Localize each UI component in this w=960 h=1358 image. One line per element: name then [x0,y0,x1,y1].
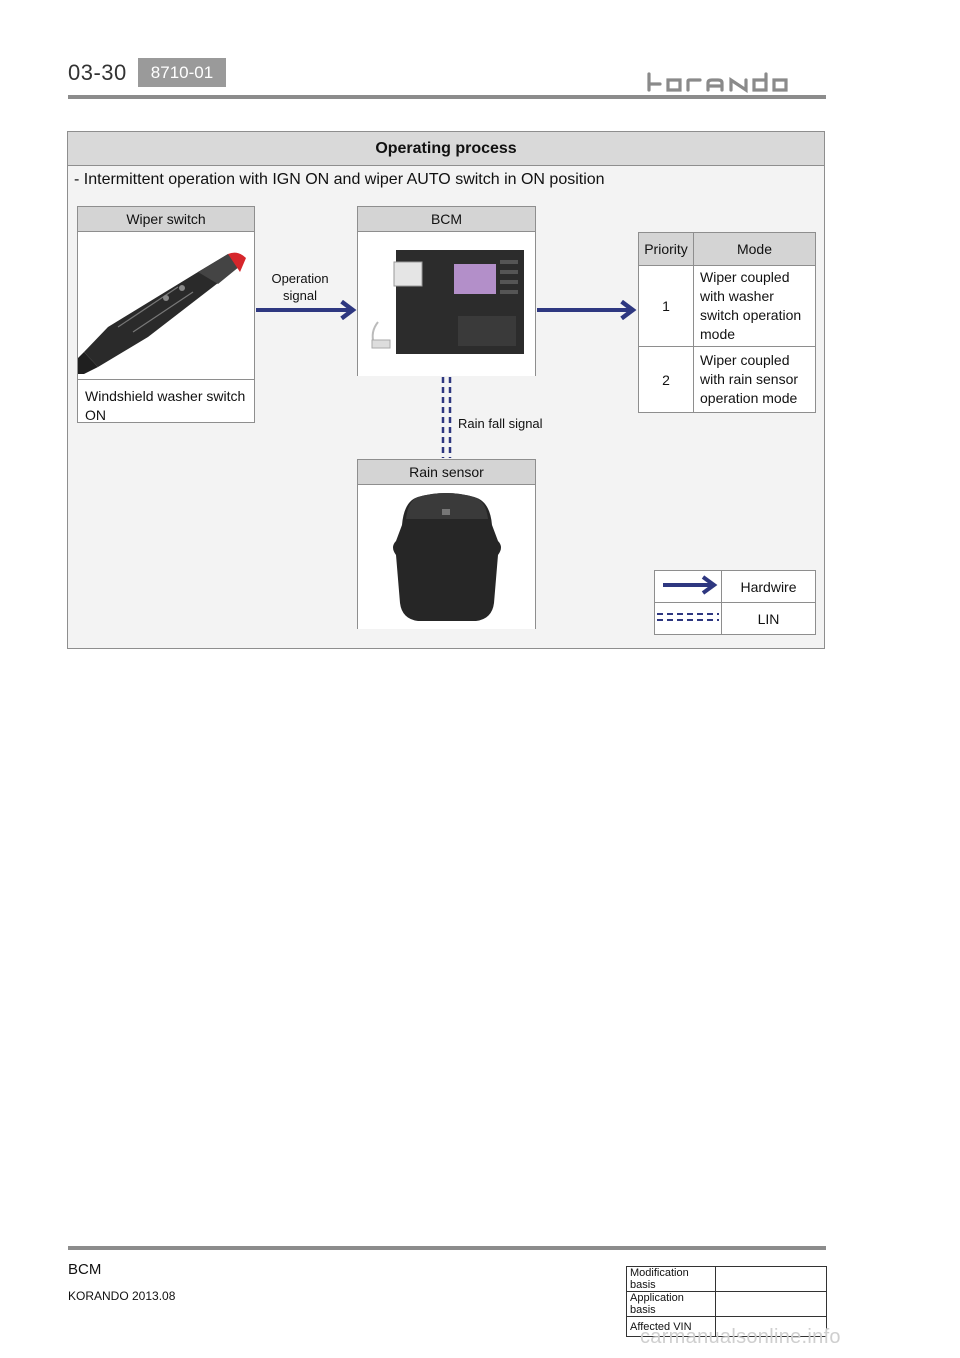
wiper-switch-caption: Windshield washer switch ON [78,379,254,432]
table-row: Application basis [626,1291,827,1317]
signal-connectors [256,0,960,458]
mode-cell: Wiper coupled with washer switch operati… [693,265,816,347]
hardwire-arrow-icon [654,570,722,603]
lin-dashed-line-icon [654,602,722,635]
info-label: Affected VIN [626,1316,716,1337]
info-value [715,1266,827,1292]
legend-table: Hardwire LIN [654,570,816,635]
info-label: Modification basis [626,1266,716,1292]
priority-table-header: Priority Mode [638,232,816,266]
rain-fall-signal-label: Rain fall signal [458,416,543,431]
korando-logo [647,72,788,93]
priority-table: Priority Mode 1 Wiper coupled with washe… [638,232,816,413]
header-rule [68,95,826,99]
mode-header: Mode [693,232,816,266]
priority-header: Priority [638,232,694,266]
rain-sensor-image [358,485,535,629]
mode-cell: Wiper coupled with rain sensor operation… [693,346,816,413]
legend-row-hardwire: Hardwire [654,570,816,603]
rain-sensor-title: Rain sensor [358,460,535,485]
footer-model: KORANDO 2013.08 [68,1289,176,1303]
legend-row-lin: LIN [654,602,816,635]
wiper-switch-image [78,232,254,374]
info-value [715,1291,827,1317]
footer-rule [68,1246,826,1250]
section-code-badge: 8710-01 [138,58,226,87]
bcm-title: BCM [358,207,535,232]
page-number: 03-30 [68,60,127,85]
info-label: Application basis [626,1291,716,1317]
priority-cell: 1 [638,265,694,347]
wiper-switch-box: Wiper switch Windshield washer switch ON [77,206,255,423]
footer-title: BCM [68,1261,102,1278]
watermark: carmanualsonline.info [640,1326,841,1348]
legend-hardwire-label: Hardwire [721,570,816,603]
legend-lin-label: LIN [721,602,816,635]
bcm-box: BCM [357,206,536,376]
operation-signal-label: Operation signal [271,271,329,303]
table-row: Modification basis [626,1266,827,1292]
table-row: Affected VIN [626,1316,827,1337]
revision-info-table: Modification basis Application basis Aff… [626,1266,827,1337]
priority-cell: 2 [638,346,694,413]
wiper-switch-title: Wiper switch [78,207,254,232]
bcm-module-image [358,232,535,376]
panel-title: Operating process [68,132,824,166]
table-row: 1 Wiper coupled with washer switch opera… [638,265,816,347]
info-value [715,1316,827,1337]
panel-subtitle: - Intermittent operation with IGN ON and… [74,171,605,188]
rain-sensor-box: Rain sensor [357,459,536,629]
table-row: 2 Wiper coupled with rain sensor operati… [638,346,816,413]
